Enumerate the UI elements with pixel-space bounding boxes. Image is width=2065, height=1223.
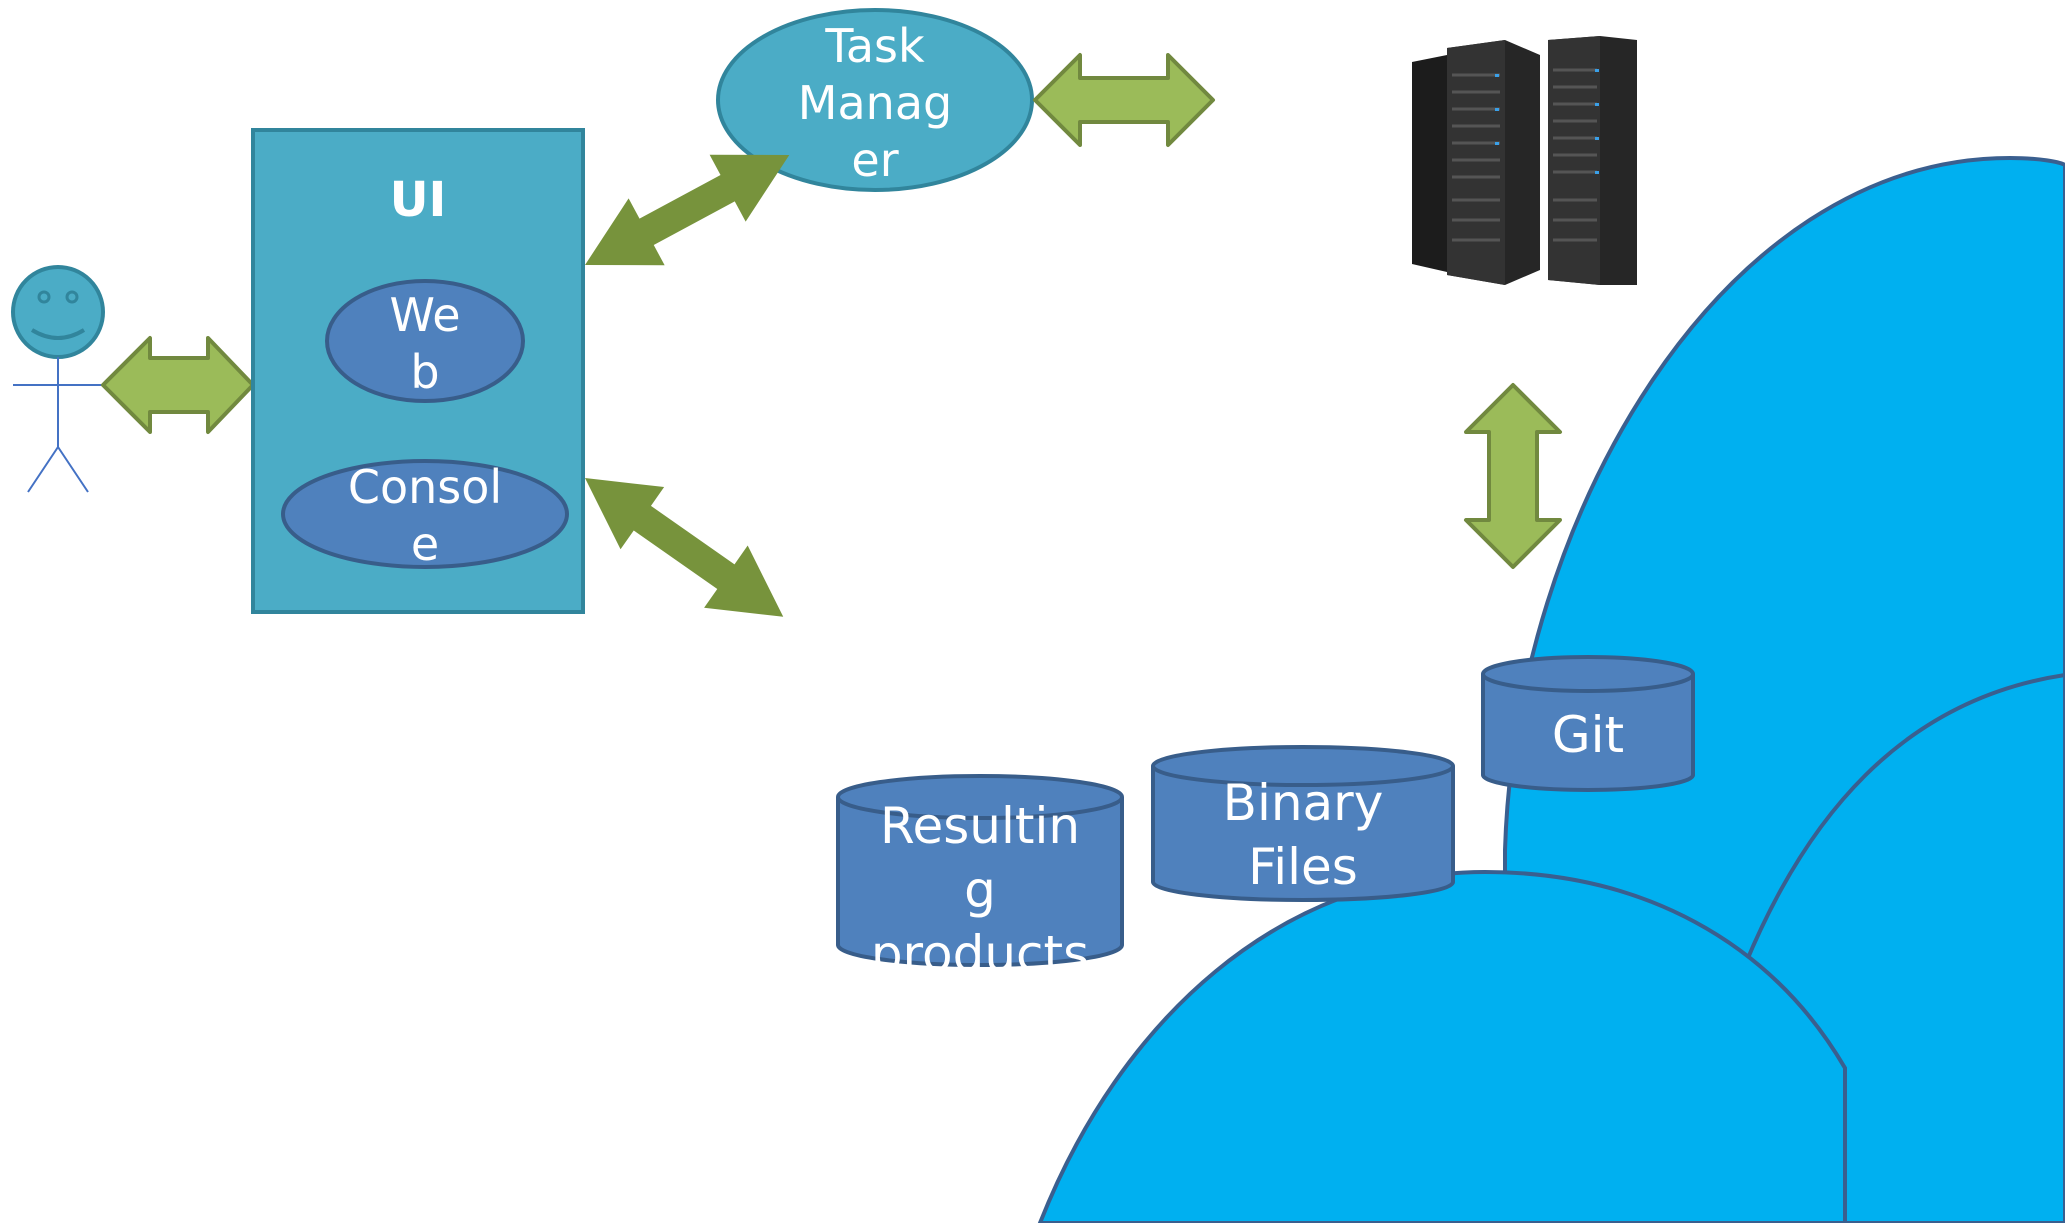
binary-files-label-line-2: Files bbox=[1248, 838, 1358, 896]
binary-files-cylinder: Binary Files bbox=[1151, 745, 1455, 902]
task-manager-label-line-2: Manag bbox=[798, 76, 952, 130]
resulting-products-label-line-2: g bbox=[964, 861, 996, 919]
git-label: Git bbox=[1552, 706, 1624, 764]
binary-files-label-line-1: Binary bbox=[1223, 774, 1384, 832]
double-arrow-server-git bbox=[1464, 383, 1562, 569]
web-label-line-1: We bbox=[389, 288, 460, 342]
double-arrow-ui-storage bbox=[585, 478, 784, 617]
web-ellipse: We b bbox=[325, 279, 525, 403]
resulting-products-cylinder: Resultin g products bbox=[836, 774, 1124, 983]
console-ellipse: Consol e bbox=[281, 459, 569, 571]
cloud-shape bbox=[1037, 155, 2065, 1223]
web-label-line-2: b bbox=[410, 345, 439, 399]
double-arrow-actor-ui bbox=[101, 336, 255, 434]
resulting-products-label-line-1: Resultin bbox=[880, 797, 1080, 855]
task-manager-label-line-3: er bbox=[851, 133, 898, 187]
console-label-line-1: Consol bbox=[348, 460, 502, 514]
git-cylinder: Git bbox=[1481, 655, 1695, 792]
console-label-line-2: e bbox=[411, 517, 439, 571]
task-manager-label-line-1: Task bbox=[824, 19, 925, 73]
task-manager-ellipse: Task Manag er bbox=[716, 8, 1034, 192]
double-arrow-ui-taskmanager bbox=[585, 154, 790, 266]
server-rack-icon bbox=[1412, 36, 1637, 285]
stick-figure-icon bbox=[11, 265, 105, 493]
resulting-products-label-line-3: products bbox=[871, 925, 1089, 983]
double-arrow-taskmanager-server bbox=[1033, 53, 1215, 147]
ui-title: UI bbox=[390, 172, 447, 228]
